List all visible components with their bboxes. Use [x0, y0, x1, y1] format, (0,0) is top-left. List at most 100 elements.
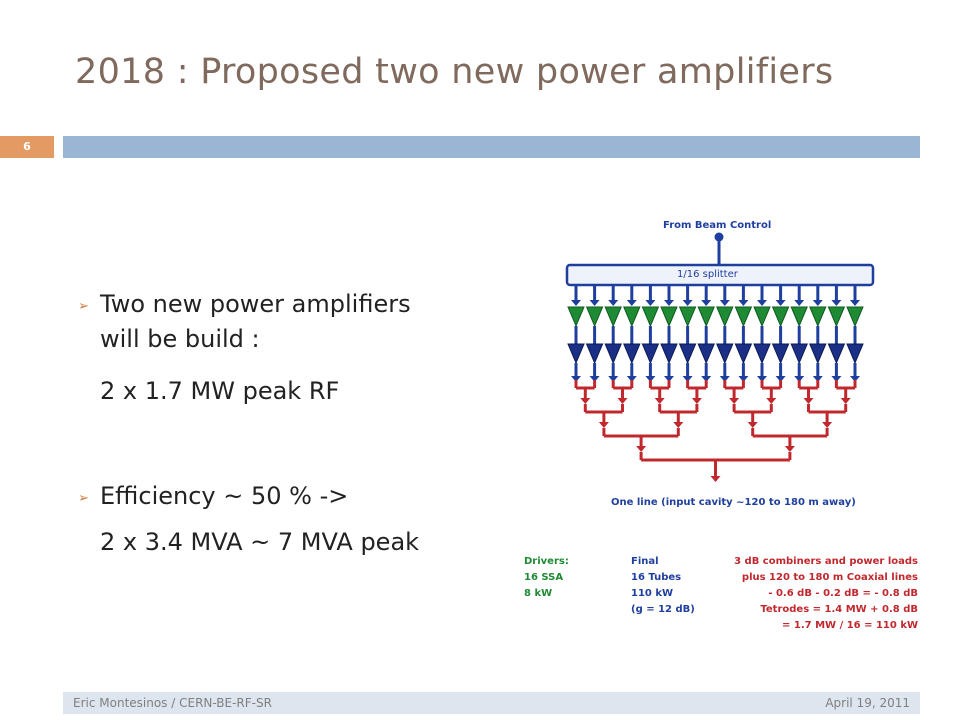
- arrow-head-icon: [701, 300, 712, 306]
- arrow-head-icon: [626, 376, 637, 382]
- arrow-head-icon: [654, 398, 665, 404]
- arrow-head-icon: [784, 446, 795, 452]
- drivers-line: 8 kW: [524, 588, 553, 599]
- arrow-head-icon: [673, 422, 684, 428]
- bullet-1-text: Two new power amplifiers: [100, 290, 411, 318]
- arrow-head-icon: [664, 300, 674, 306]
- arrow-head-icon: [580, 398, 591, 404]
- arrow-head-icon: [682, 376, 693, 382]
- final-info: Final 16 Tubes 110 kW (g = 12 dB): [631, 554, 695, 618]
- final-amplifier-icon: [697, 343, 715, 365]
- arrow-head-icon: [589, 376, 600, 382]
- driver-amplifier-icon: [585, 306, 604, 328]
- driver-amplifier-icon: [697, 306, 715, 328]
- arrow-head-icon: [645, 376, 656, 382]
- arrow-head-icon: [617, 398, 628, 404]
- final-amplifier-icon: [660, 343, 678, 365]
- arrow-head-icon: [775, 300, 786, 306]
- driver-amplifier-icon: [604, 306, 622, 328]
- arrow-head-icon: [757, 376, 767, 382]
- arrow-head-icon: [664, 376, 674, 382]
- final-amplifier-icon: [678, 343, 697, 365]
- arrow-head-icon: [738, 300, 749, 306]
- final-line: (g = 12 dB): [631, 604, 695, 615]
- splitter-label: 1/16 splitter: [677, 269, 738, 280]
- final-line: 16 Tubes: [631, 572, 682, 583]
- driver-amplifier-icon: [678, 306, 697, 328]
- drivers-info: Drivers: 16 SSA 8 kW: [524, 554, 569, 602]
- final-amplifier-icon: [753, 343, 771, 365]
- arrow-head-icon: [598, 422, 609, 428]
- page-number: 6: [0, 136, 54, 158]
- final-amplifier-icon: [827, 343, 846, 365]
- arrow-head-icon: [571, 376, 581, 382]
- arrow-head-icon: [831, 376, 842, 382]
- splitter-combiner-tree: [565, 232, 875, 482]
- driver-amplifier-icon: [809, 306, 827, 328]
- arrow-head-icon: [626, 300, 637, 306]
- header-bar: [63, 136, 920, 158]
- final-amplifier-icon: [846, 343, 864, 365]
- final-amplifier-icon: [623, 343, 641, 365]
- arrow-head-icon: [747, 422, 758, 428]
- arrow-head-icon: [775, 376, 786, 382]
- arrow-head-icon: [729, 398, 740, 404]
- driver-amplifier-icon: [790, 306, 808, 328]
- arrow-head-icon: [691, 398, 702, 404]
- arrow-head-icon: [812, 376, 823, 382]
- drivers-line: 16 SSA: [524, 572, 564, 583]
- final-line: Final: [631, 556, 659, 567]
- arrow-head-icon: [850, 300, 860, 306]
- arrow-head-icon: [645, 300, 656, 306]
- combiners-info: 3 dB combiners and power loads plus 120 …: [698, 554, 918, 634]
- combiners-line: plus 120 to 180 m Coaxial lines: [741, 572, 918, 583]
- arrow-head-icon: [608, 300, 619, 306]
- driver-amplifier-icon: [734, 306, 753, 328]
- final-amplifier-icon: [734, 343, 753, 365]
- arrow-head-icon: [840, 398, 851, 404]
- final-amplifier-icon: [809, 343, 827, 365]
- driver-amplifier-icon: [771, 306, 790, 328]
- final-amplifier-icon: [585, 343, 604, 365]
- arrow-head-icon: [710, 476, 721, 482]
- arrow-bullet-icon: ➢: [78, 299, 89, 314]
- bullet-2-sub: 2 x 3.4 MVA ~ 7 MVA peak: [100, 528, 420, 556]
- splitter-box: [565, 263, 875, 287]
- combiners-line: - 0.6 dB - 0.2 dB = - 0.8 dB: [768, 588, 918, 599]
- arrow-head-icon: [794, 300, 805, 306]
- driver-amplifier-icon: [753, 306, 771, 328]
- driver-amplifier-icon: [567, 306, 585, 328]
- arrow-head-icon: [719, 300, 730, 306]
- arrow-head-icon: [766, 398, 777, 404]
- arrow-head-icon: [682, 300, 693, 306]
- arrow-head-icon: [738, 376, 749, 382]
- combiners-line: = 1.7 MW / 16 = 110 kW: [782, 620, 918, 631]
- driver-amplifier-icon: [846, 306, 864, 328]
- arrow-head-icon: [794, 376, 805, 382]
- arrow-head-icon: [701, 376, 712, 382]
- bullet-1-cont: will be build :: [100, 325, 260, 353]
- arrow-head-icon: [589, 300, 600, 306]
- driver-amplifier-icon: [641, 306, 660, 328]
- arrow-head-icon: [850, 376, 860, 382]
- final-line: 110 kW: [631, 588, 674, 599]
- footer-date: April 19, 2011: [825, 696, 910, 710]
- final-amplifier-icon: [641, 343, 660, 365]
- arrow-head-icon: [757, 300, 767, 306]
- arrow-head-icon: [822, 422, 833, 428]
- bullet-2-text: Efficiency ~ 50 % ->: [100, 482, 349, 510]
- driver-amplifier-icon: [660, 306, 678, 328]
- footer-bar: Eric Montesinos / CERN-BE-RF-SR April 19…: [63, 692, 920, 714]
- combiners-line: 3 dB combiners and power loads: [734, 556, 918, 567]
- output-line-label: One line (input cavity ~120 to 180 m awa…: [611, 497, 856, 508]
- arrow-head-icon: [636, 446, 647, 452]
- arrow-head-icon: [608, 376, 619, 382]
- slide-title: 2018 : Proposed two new power amplifiers: [75, 52, 834, 92]
- drivers-line: Drivers:: [524, 556, 569, 567]
- arrow-head-icon: [719, 376, 730, 382]
- arrow-head-icon: [812, 300, 823, 306]
- arrow-head-icon: [803, 398, 814, 404]
- final-amplifier-icon: [790, 343, 808, 365]
- footer-author: Eric Montesinos / CERN-BE-RF-SR: [73, 696, 272, 710]
- combiners-line: Tetrodes = 1.4 MW + 0.8 dB: [760, 604, 918, 615]
